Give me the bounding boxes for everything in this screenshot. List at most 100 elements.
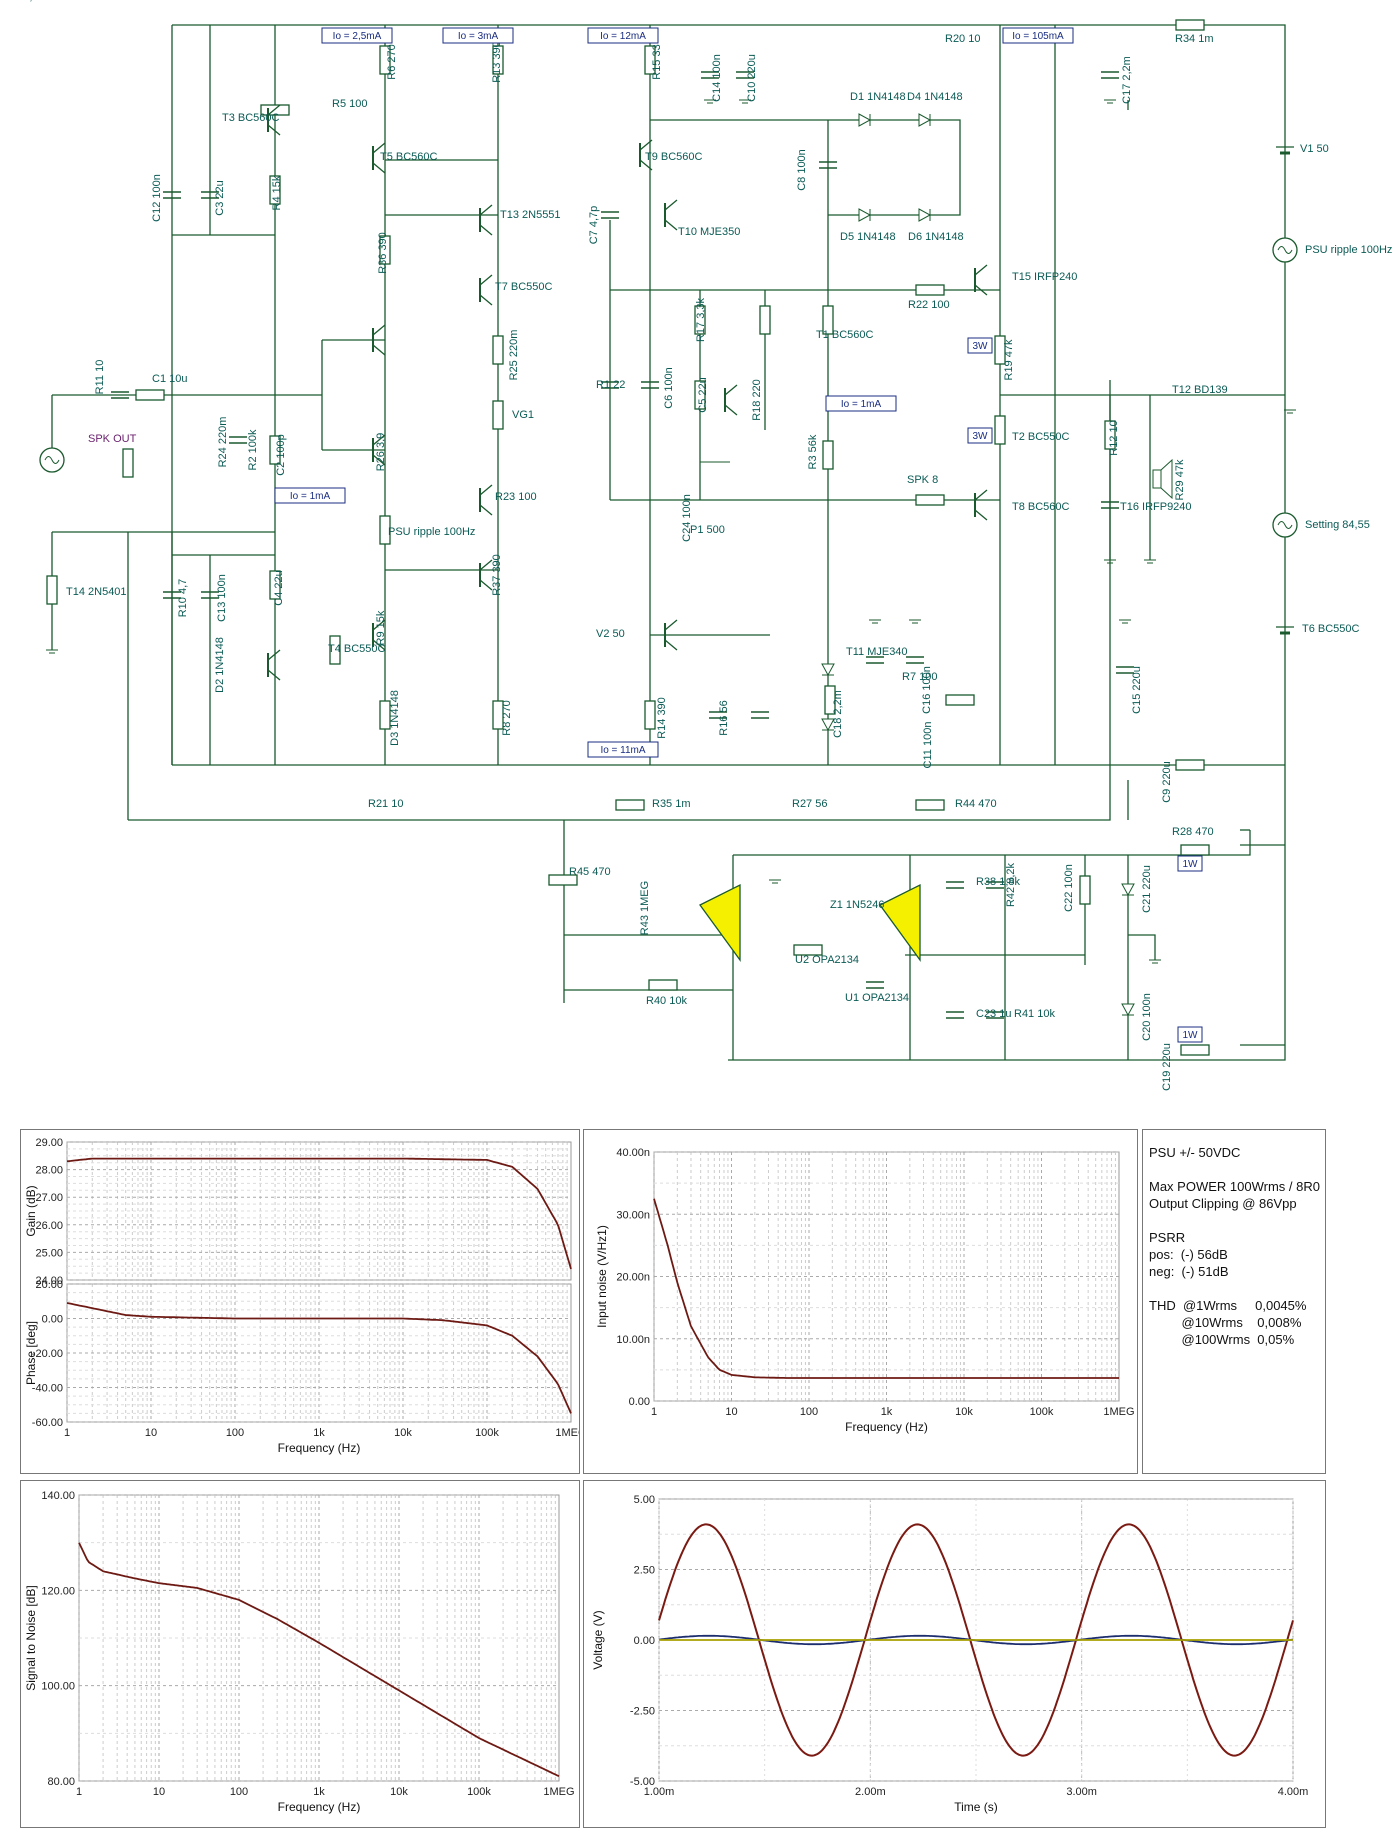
resistor-symbol <box>694 305 706 335</box>
x-tick-label: 10 <box>725 1406 737 1418</box>
transistor-symbol <box>372 639 386 651</box>
resistor-symbol <box>122 448 134 478</box>
current-box-label: Io = 1mA <box>841 399 882 410</box>
transistor-symbol <box>479 504 493 516</box>
spec-line: THD @1Wrms 0,0045% <box>1149 1298 1307 1313</box>
component-label: R12 10 <box>1108 420 1120 455</box>
component-label: R4 15k <box>271 175 283 210</box>
diode-symbol <box>918 113 932 127</box>
transistor-symbol <box>974 264 988 276</box>
transistor-symbol <box>267 124 281 136</box>
y-tick-label: -40.00 <box>32 1383 63 1395</box>
power-box <box>1177 1026 1203 1043</box>
transistor-symbol <box>372 619 386 631</box>
component-label: T7 BC550C <box>495 281 553 293</box>
current-box-label: Io = 1mA <box>290 491 331 502</box>
component-label: C9 220u <box>1161 761 1173 803</box>
resistor-symbol <box>135 389 165 401</box>
y-tick-label: 0.00 <box>42 1314 63 1326</box>
spec-line: @10Wrms 0,008% <box>1149 1315 1302 1330</box>
resistor-symbol <box>615 799 645 811</box>
component-label: R29 47k <box>1174 459 1186 500</box>
y-axis-title: Gain (dB) <box>24 1185 38 1236</box>
spec-line: neg: (-) 51dB <box>1149 1264 1229 1279</box>
power-box <box>1177 855 1203 872</box>
y-tick-label: 25.00 <box>35 1247 63 1259</box>
component-label: R5 100 <box>332 98 367 110</box>
resistor-symbol <box>915 799 945 811</box>
x-tick-label: 4.00m <box>1278 1786 1309 1798</box>
resistor-symbol <box>492 400 504 430</box>
component-label: R8 270 <box>501 700 513 735</box>
series-line <box>653 1198 1119 1379</box>
transistor-symbol <box>974 489 988 501</box>
transistor-symbol <box>372 344 386 356</box>
component-label: V2 50 <box>596 628 625 640</box>
diode-symbol <box>918 208 932 222</box>
x-tick-label: 100k <box>475 1427 499 1439</box>
transistor-symbol <box>664 219 678 231</box>
component-label: R6 270 <box>386 44 398 79</box>
component-label: R25 220m <box>508 330 520 381</box>
component-label: D1 1N4148 <box>850 91 906 103</box>
transistor-symbol <box>664 619 678 631</box>
current-box-label: Io = 2,5mA <box>333 31 382 42</box>
component-label: R16 56 <box>718 700 730 735</box>
current-box <box>825 395 897 412</box>
component-label: C19 220u <box>1161 1043 1173 1091</box>
x-tick-label: 1k <box>881 1406 893 1418</box>
power-box-label: 1W <box>1183 1030 1199 1041</box>
x-tick-label: 1MEG <box>543 1786 574 1798</box>
y-axis-title: Input noise (V/Hz1) <box>595 1225 609 1328</box>
component-label: Z2 1N5246 <box>0 0 54 3</box>
component-label: R37 390 <box>491 554 503 596</box>
y-tick-label: 40.00n <box>616 1147 650 1159</box>
component-label: R21 10 <box>368 798 403 810</box>
spec-line <box>1149 1212 1319 1229</box>
power-box-label: 3W <box>973 341 989 352</box>
y-tick-label: -20.00 <box>32 1348 63 1360</box>
x-tick-label: 1k <box>313 1786 325 1798</box>
transistor-symbol <box>664 199 678 211</box>
component-label: R28 470 <box>1172 826 1214 838</box>
component-label: U1 OPA2134 <box>845 992 909 1004</box>
current-box-label: Io = 105mA <box>1012 31 1064 42</box>
component-label: C21 220u <box>1141 865 1153 913</box>
y-tick-label: 30.00n <box>616 1209 650 1221</box>
component-label: R22 100 <box>908 299 950 311</box>
x-tick-label: 1.00m <box>644 1786 675 1798</box>
y-tick-label: 5.00 <box>634 1494 655 1506</box>
transistor-symbol <box>479 579 493 591</box>
x-axis-title: Time (s) <box>954 1800 998 1814</box>
transistor-symbol <box>372 162 386 174</box>
component-label: D6 1N4148 <box>908 231 964 243</box>
component-label: C8 100n <box>796 149 808 191</box>
component-label: R43 1MEG <box>639 881 651 935</box>
current-box <box>274 487 346 504</box>
component-label: T4 BC550C <box>328 643 386 655</box>
y-tick-label: 0.00 <box>629 1396 650 1408</box>
power-box-label: 3W <box>973 431 989 442</box>
y-tick-label: 100.00 <box>41 1681 75 1693</box>
resistor-symbol <box>492 700 504 730</box>
transistor-symbol <box>479 559 493 571</box>
component-label: R38 1,8k <box>976 876 1021 888</box>
spec-line: pos: (-) 56dB <box>1149 1247 1228 1262</box>
component-label: R39 1,8k <box>0 0 45 3</box>
resistor-symbol <box>1175 19 1205 31</box>
x-tick-label: 10 <box>153 1786 165 1798</box>
spec-line: Max POWER 100Wrms / 8R0 <box>1149 1179 1320 1194</box>
y-tick-label: 29.00 <box>35 1138 63 1149</box>
spec-line: PSU +/- 50VDC <box>1149 1145 1241 1160</box>
current-box <box>587 27 659 44</box>
component-label: R20 10 <box>945 33 980 45</box>
resistor-symbol <box>994 335 1006 365</box>
source-symbol <box>1277 521 1293 529</box>
current-box <box>442 27 514 44</box>
component-label: R36 390 <box>377 232 389 274</box>
